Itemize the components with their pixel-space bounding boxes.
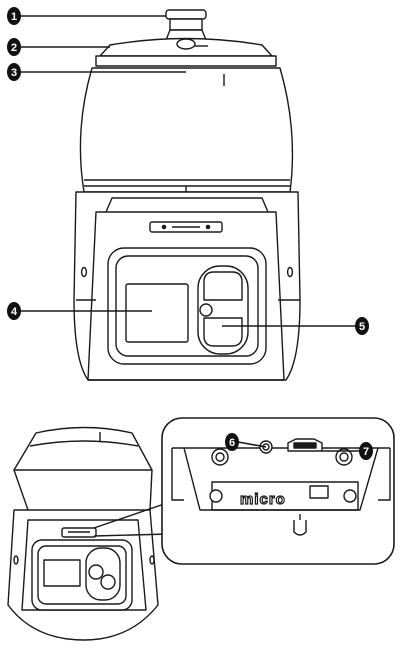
callout-6: 6 — [225, 433, 267, 451]
callouts: 1 2 3 4 5 6 7 — [7, 7, 373, 460]
svg-text:3: 3 — [11, 67, 17, 79]
callout-4: 4 — [7, 302, 152, 320]
svg-text:4: 4 — [11, 306, 18, 318]
illuminator-window — [125, 283, 189, 343]
svg-text:2: 2 — [11, 42, 17, 54]
callout-5: 5 — [222, 317, 369, 335]
callout-7: 7 — [322, 442, 373, 460]
lens-window — [107, 247, 267, 365]
svg-text:7: 7 — [363, 446, 369, 458]
zoom-connector — [93, 501, 171, 537]
callout-3: 3 — [7, 63, 186, 81]
svg-text:5: 5 — [359, 321, 365, 333]
micro-sd-label: micro — [240, 491, 286, 508]
camera-tilted-view — [7, 426, 159, 641]
top-connector — [165, 9, 207, 41]
callout-2: 2 — [7, 38, 110, 56]
inset-detail — [161, 417, 395, 565]
camera-front-view — [73, 9, 301, 381]
svg-text:6: 6 — [229, 437, 235, 449]
lens-housing — [197, 265, 249, 355]
dome-body — [79, 67, 294, 208]
callout-1: 1 — [7, 7, 166, 25]
svg-text:1: 1 — [11, 11, 17, 23]
tilted-lens-window — [31, 539, 133, 611]
